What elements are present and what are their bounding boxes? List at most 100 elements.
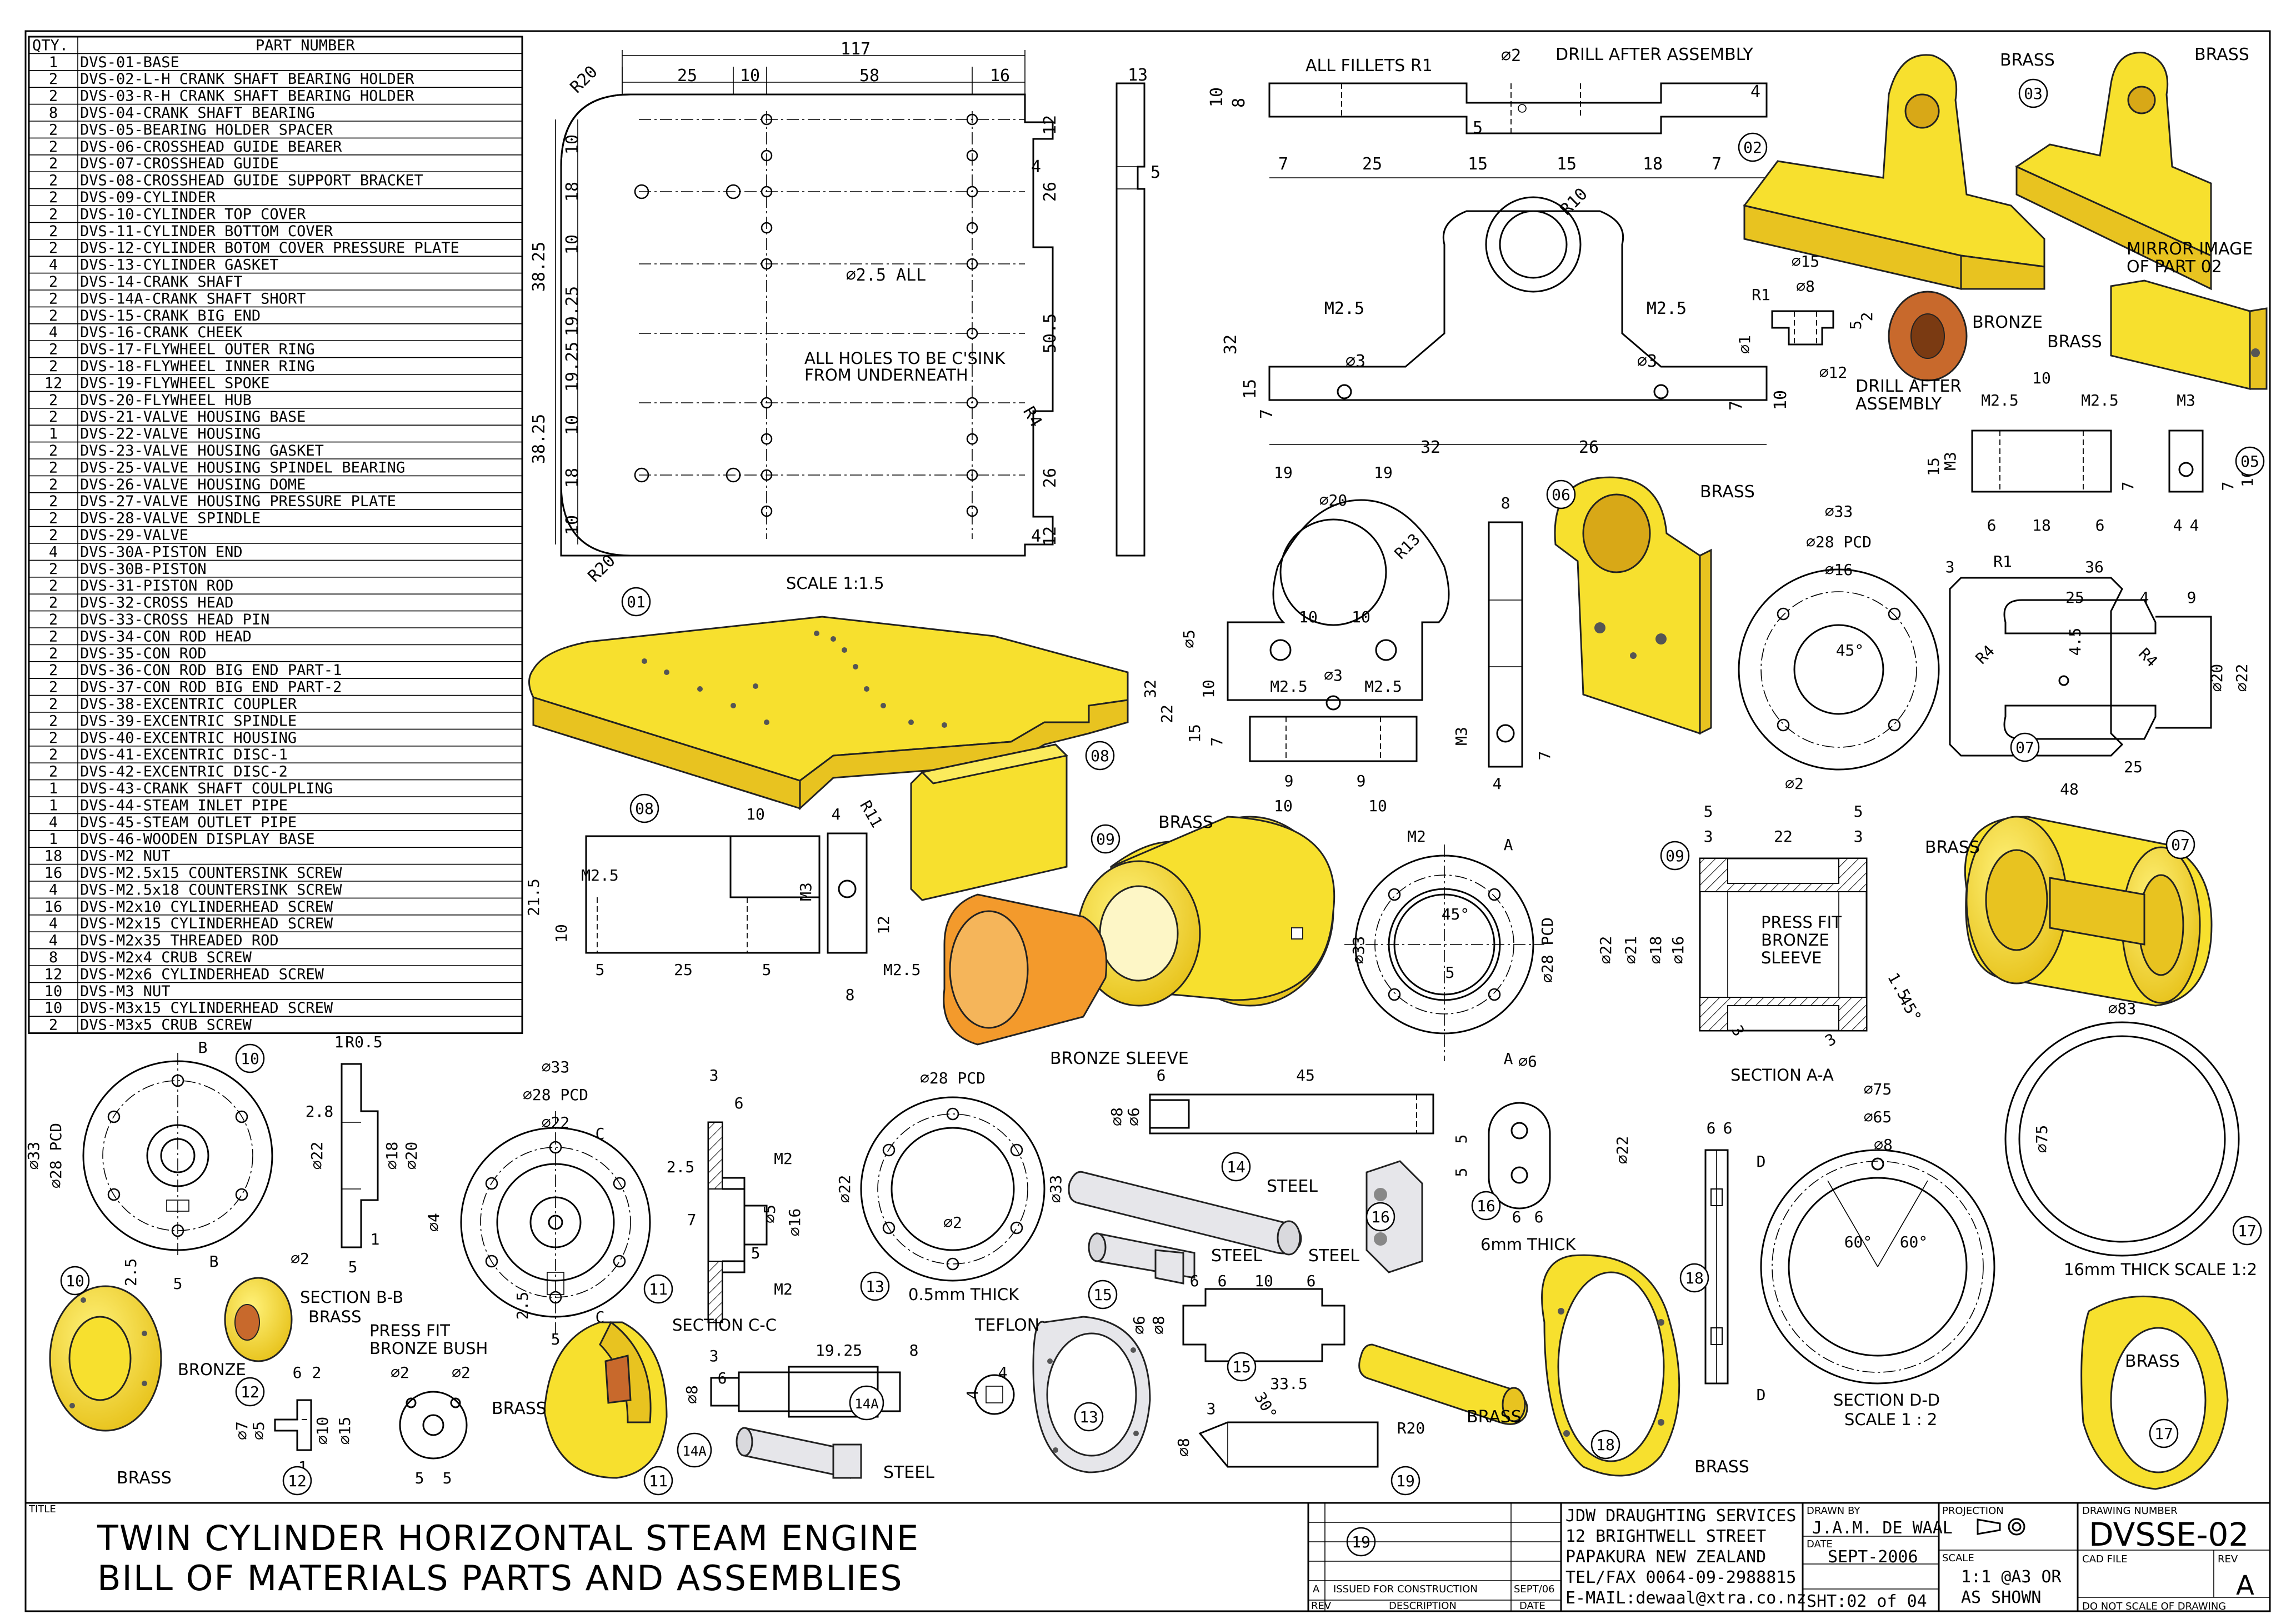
svg-text:10: 10 [563, 234, 582, 254]
bom-part-number: DVS-23-VALVE HOUSING GASKET [80, 442, 324, 459]
bom-part-number: DVS-17-FLYWHEEL OUTER RING [80, 341, 315, 358]
svg-text:B: B [198, 1038, 208, 1057]
balloon-17 [2232, 1216, 2262, 1246]
svg-text:∅5: ∅5 [761, 1205, 779, 1223]
svg-text:19: 19 [1274, 463, 1293, 482]
svg-text:10: 10 [1368, 797, 1387, 815]
svg-text:4: 4 [832, 805, 841, 823]
svg-text:9: 9 [1357, 772, 1366, 790]
bom-part-number: DVS-30A-PISTON END [80, 543, 243, 561]
svg-text:M2.5: M2.5 [1981, 391, 2018, 409]
svg-text:5: 5 [1473, 118, 1483, 138]
bom-qty: 2 [49, 121, 58, 138]
balloon-label: 09 [1665, 847, 1684, 865]
bom-part-number: DVS-10-CYLINDER TOP COVER [80, 206, 306, 223]
balloon-19 [1390, 1466, 1420, 1496]
svg-text:∅2: ∅2 [452, 1363, 471, 1382]
svg-text:∅20: ∅20 [1319, 491, 1348, 509]
balloon-09 [1091, 824, 1121, 854]
svg-text:∅6: ∅6 [1130, 1316, 1148, 1335]
svg-text:2.5: 2.5 [513, 1292, 532, 1320]
svg-text:∅3: ∅3 [1345, 352, 1365, 371]
svg-text:∅22: ∅22 [1597, 936, 1615, 965]
svg-text:7: 7 [1257, 409, 1277, 419]
bom-part-number: DVS-08-CROSSHEAD GUIDE SUPPORT BRACKET [80, 172, 423, 189]
balloon-label: 01 [627, 593, 646, 611]
label-steel-15: STEEL [1211, 1246, 1262, 1266]
drawing-title-line1: TWIN CYLINDER HORIZONTAL STEAM ENGINE [97, 1518, 919, 1558]
svg-text:7: 7 [1727, 401, 1746, 411]
balloon-11 [643, 1274, 673, 1304]
svg-text:∅33: ∅33 [24, 1142, 43, 1170]
svg-text:5: 5 [415, 1469, 424, 1487]
svg-text:18: 18 [563, 182, 582, 202]
svg-text:D: D [1757, 1152, 1766, 1171]
bom-part-number: DVS-26-VALVE HOUSING DOME [80, 476, 306, 493]
svg-text:2.5: 2.5 [122, 1258, 140, 1287]
svg-text:38.25: 38.25 [529, 414, 549, 464]
bom-qty: 16 [44, 865, 63, 882]
svg-text:M2.5: M2.5 [1364, 677, 1402, 696]
bom-qty: 2 [49, 662, 58, 679]
svg-text:6: 6 [1307, 1272, 1316, 1290]
svg-text:7: 7 [687, 1211, 697, 1229]
balloon-18 [1679, 1263, 1709, 1293]
bom-qty: 2 [49, 71, 58, 88]
svg-text:∅8: ∅8 [1796, 277, 1815, 296]
svg-text:7: 7 [1208, 737, 1226, 747]
svg-text:10: 10 [1352, 608, 1370, 626]
note-press-fit-1: PRESS FIT [1761, 913, 1842, 932]
svg-text:21.5: 21.5 [524, 878, 543, 916]
part-01-base-iso [528, 616, 1129, 811]
label-bronze-12: BRONZE [178, 1360, 246, 1379]
label-brass-11: BRASS [492, 1399, 547, 1418]
bom-qty: 1 [49, 426, 58, 443]
svg-text:∅2: ∅2 [391, 1363, 409, 1382]
svg-text:2.8: 2.8 [306, 1102, 334, 1121]
svg-text:26: 26 [1041, 182, 1060, 202]
bom-part-number: DVS-03-R-H CRANK SHAFT BEARING HOLDER [80, 88, 414, 105]
svg-text:6: 6 [293, 1363, 302, 1382]
bom-qty: 2 [49, 172, 58, 189]
svg-text:M2.5: M2.5 [581, 866, 618, 885]
part-13-drawings: ∅28 PCD∅2 ∅22∅33 0.5mm THICK [836, 1069, 1151, 1473]
svg-text:38.25: 38.25 [529, 242, 549, 292]
svg-text:R11: R11 [856, 797, 886, 831]
svg-text:25: 25 [2065, 588, 2084, 607]
svg-text:5: 5 [1854, 802, 1863, 821]
label-brass-05: BRASS [2047, 332, 2102, 352]
bom-part-number: DVS-M3 NUT [80, 983, 171, 1000]
svg-text:∅65: ∅65 [1864, 1108, 1892, 1126]
bom-part-number: DVS-37-CON ROD BIG END PART-2 [80, 679, 342, 696]
svg-text:∅22: ∅22 [836, 1175, 854, 1203]
part-09-cylinder-iso [943, 816, 1335, 1046]
company-line4: TEL/FAX 0064-09-2988815 [1565, 1568, 1796, 1587]
balloon-label: 17 [2154, 1425, 2173, 1443]
svg-text:26: 26 [1579, 438, 1599, 457]
title-block: TITLE TWIN CYLINDER HORIZONTAL STEAM ENG… [26, 1502, 2270, 1612]
label-brass-09: BRASS [1158, 813, 1213, 832]
svg-text:6: 6 [1723, 1119, 1733, 1137]
label-section-bb: SECTION B-B [300, 1288, 403, 1307]
bom-part-number: DVS-09-CYLINDER [80, 189, 216, 206]
svg-text:2.5: 2.5 [667, 1158, 695, 1176]
svg-text:∅8: ∅8 [1108, 1107, 1126, 1126]
company-line2: 12 BRIGHTWELL STREET [1565, 1527, 1766, 1546]
balloon-14A [677, 1432, 712, 1468]
svg-text:22: 22 [1158, 704, 1176, 723]
svg-text:2: 2 [1858, 312, 1876, 322]
svg-text:45: 45 [1296, 1066, 1315, 1085]
balloon-02 [1738, 132, 1768, 162]
bom-qty: 2 [49, 611, 58, 628]
svg-text:5: 5 [551, 1330, 561, 1348]
bom-part-number: DVS-M2x10 CYLINDERHEAD SCREW [80, 898, 333, 916]
svg-text:R4: R4 [1019, 403, 1046, 431]
svg-text:∅33: ∅33 [1825, 502, 1853, 521]
bom-part-number: DVS-32-CROSS HEAD [80, 594, 233, 612]
part-07-iso [1964, 816, 2213, 1007]
note-press-fit-2: BRONZE [1761, 931, 1829, 950]
